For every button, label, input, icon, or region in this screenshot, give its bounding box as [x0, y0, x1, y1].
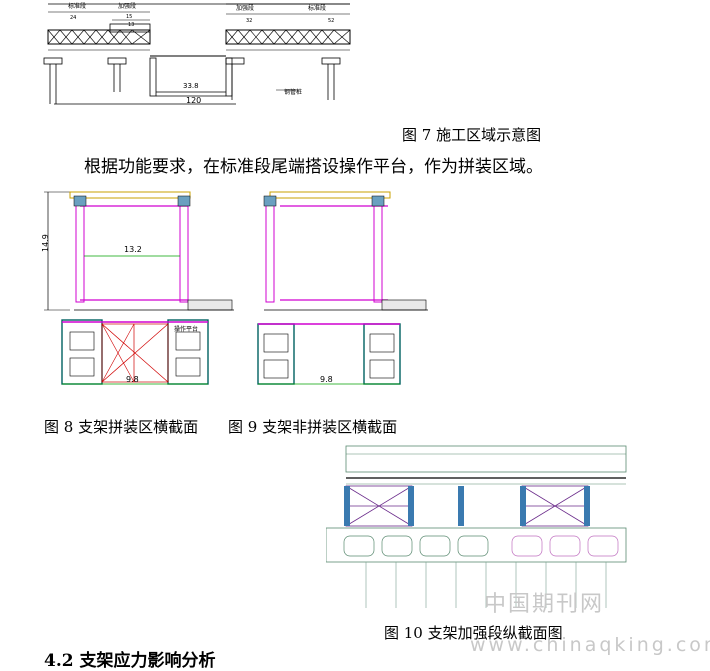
fig7-dim-e: 52: [328, 18, 334, 24]
figure-7-caption: 图 7 施工区域示意图: [402, 126, 542, 144]
fig8-platform-label: 操作平台: [174, 325, 198, 333]
fig8-width-label: 13.2: [124, 245, 142, 254]
fig7-note: 钢管桩: [284, 88, 302, 96]
figure-9-caption: 图 9 支架非拼装区横截面: [228, 418, 398, 436]
fig9-base-label: 9.8: [320, 375, 333, 384]
watermark-cn: 中国期刊网: [484, 592, 605, 617]
figure-8-drawing: 14.9 13.2 操作平台 9.8: [41, 191, 234, 385]
fig7-label-reinf-right: 加强段: [236, 4, 254, 12]
fig7-dim-b: 15: [126, 14, 132, 20]
fig7-label-std-left: 标准段: [68, 2, 86, 10]
watermark-url: www.chinaqking.com: [470, 634, 710, 656]
fig7-dim-d: 32: [246, 18, 252, 24]
fig7-dim-total: 120: [186, 96, 201, 105]
figure-7-drawing: 标准段 加强段 24 15 13 33.8 120 加强段 标准段 32 52: [43, 2, 351, 105]
figure-10-caption: 图 10 支架加强段纵截面图: [384, 624, 563, 642]
fig7-label-std-right: 标准段: [308, 4, 326, 12]
body-paragraph: 根据功能要求，在标准段尾端搭设操作平台，作为拼装区域。: [84, 157, 543, 177]
figure-10-drawing: [326, 445, 627, 608]
fig7-label-reinf-left: 加强段: [118, 2, 136, 10]
fig7-dim-a: 24: [70, 15, 76, 21]
fig8-height-label: 14.9: [41, 234, 50, 252]
fig7-dim-c: 13: [128, 22, 134, 28]
figure-9-drawing: 9.8: [257, 191, 428, 385]
fig8-base-label: 9.8: [126, 375, 139, 384]
section-heading: 4.2 支架应力影响分析: [44, 651, 216, 671]
figure-8-caption: 图 8 支架拼装区横截面: [44, 418, 199, 436]
fig7-dim-f: 33.8: [183, 82, 199, 90]
